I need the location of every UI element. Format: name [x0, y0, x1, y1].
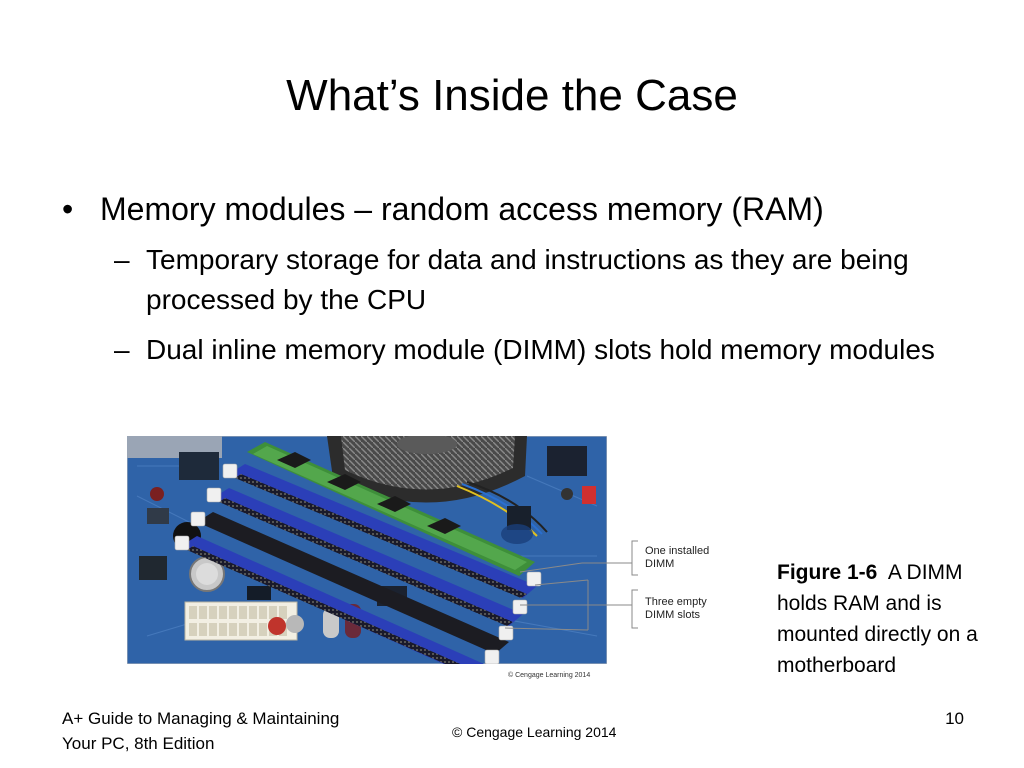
subitem-text: Temporary storage for data and instructi…	[146, 244, 909, 315]
slide-title: What’s Inside the Case	[286, 71, 738, 120]
callout-line: DIMM	[645, 558, 675, 570]
subitem-dimm-slots: – Dual inline memory module (DIMM) slots…	[114, 330, 946, 370]
subitem-marker: –	[114, 244, 130, 275]
callout-empty-dimm-slots: Three empty DIMM slots	[645, 596, 707, 622]
image-credit: © Cengage Learning 2014	[508, 672, 591, 679]
bullet-marker: •	[62, 191, 74, 227]
callout-line: One installed	[645, 545, 710, 557]
footer-title-line: A+ Guide to Managing & Maintaining	[62, 709, 340, 728]
callout-line: Three empty	[645, 596, 707, 608]
footer-book-title: A+ Guide to Managing & Maintaining Your …	[62, 706, 422, 756]
subitem-marker: –	[114, 334, 130, 365]
figure-caption-label: Figure 1-6	[777, 561, 878, 584]
motherboard-photo	[127, 436, 607, 684]
callout-line: DIMM slots	[645, 609, 700, 621]
bullet-item-memory-modules: • Memory modules – random access memory …	[62, 187, 980, 231]
subitem-text: Dual inline memory module (DIMM) slots h…	[146, 334, 935, 365]
bullet-text: Memory modules – random access memory (R…	[100, 191, 824, 227]
capacitor	[150, 487, 164, 501]
page-number: 10	[945, 709, 964, 728]
dimm-slots	[181, 464, 537, 680]
footer-copyright: © Cengage Learning 2014	[452, 724, 617, 740]
figure-caption-text: A DIMM holds RAM and is mounted directly…	[777, 561, 978, 677]
footer-title-line: Your PC, 8th Edition	[62, 734, 215, 753]
subitem-temporary-storage: – Temporary storage for data and instruc…	[114, 240, 946, 320]
figure-caption: Figure 1-6 A DIMM holds RAM and is mount…	[777, 557, 1017, 681]
callout-installed-dimm: One installed DIMM	[645, 545, 709, 571]
